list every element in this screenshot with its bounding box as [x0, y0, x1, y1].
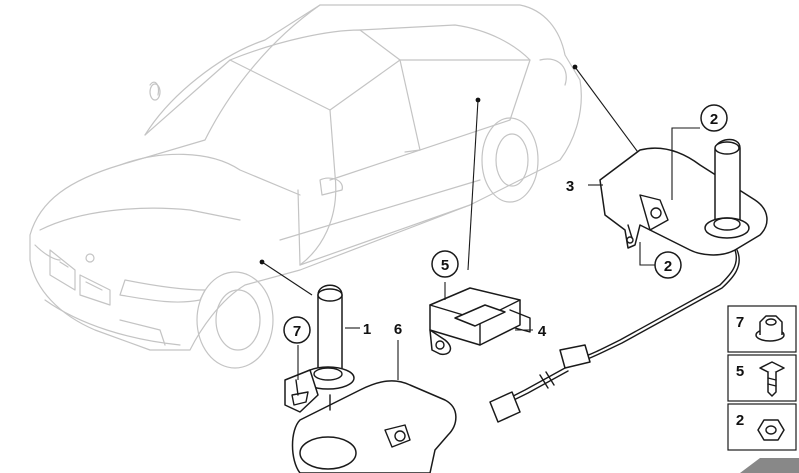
control-unit-assembly — [429, 282, 533, 356]
front-antenna-assembly — [284, 284, 457, 473]
callout-1: 1 — [363, 321, 371, 338]
callout-3: 3 — [566, 178, 574, 195]
legend-footer-shape — [740, 458, 799, 473]
callout-circle-2b — [654, 251, 682, 279]
callout-circle-2a — [700, 104, 728, 132]
callout-2a: 2 — [710, 111, 718, 128]
rear-antenna-assembly — [489, 138, 768, 423]
callout-6: 6 — [394, 321, 402, 338]
callout-circle-7 — [283, 316, 311, 344]
callout-2b: 2 — [664, 258, 672, 275]
screw-icon — [759, 361, 785, 397]
vehicle-location-leaders — [259, 64, 641, 296]
callout-5: 5 — [441, 257, 449, 274]
vehicle-outline — [29, 4, 582, 369]
hex-nut-icon — [757, 419, 785, 441]
legend-box-5 — [727, 354, 797, 402]
callouts: 2 3 2 5 4 1 6 7 — [283, 104, 728, 344]
legend-label-2: 2 — [736, 412, 744, 429]
flange-nut-icon — [755, 315, 785, 342]
callout-circle-5 — [431, 250, 459, 278]
callout-7: 7 — [293, 323, 301, 340]
small-parts-legend: 7 5 2 — [727, 305, 799, 473]
rear-callout-leaders — [588, 127, 700, 266]
legend-label-5: 5 — [736, 363, 744, 380]
legend-label-7: 7 — [736, 314, 744, 331]
callout-4: 4 — [538, 323, 547, 340]
